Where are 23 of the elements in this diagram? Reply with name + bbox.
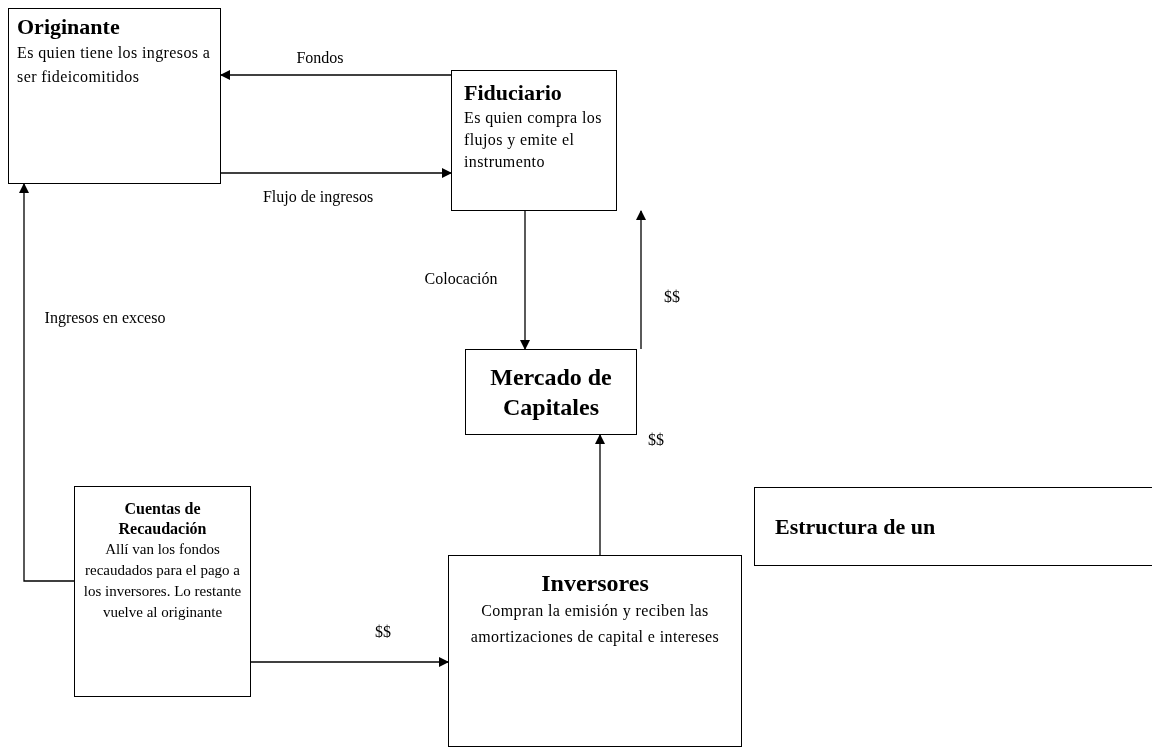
arrow bbox=[520, 210, 530, 350]
arrow bbox=[220, 168, 452, 178]
box-description: Es quien tiene los ingresos a ser fideicomitidos bbox=[17, 42, 212, 87]
arrow bbox=[19, 183, 75, 582]
process-box bbox=[465, 349, 637, 435]
box-description: Es quien compra los flujos y emite el instrumento bbox=[464, 107, 603, 173]
process-box bbox=[8, 8, 221, 184]
arrow bbox=[636, 210, 646, 350]
box-heading: Estructura de un bbox=[775, 512, 936, 541]
process-box bbox=[451, 70, 617, 211]
arrow bbox=[595, 434, 605, 556]
arrow bbox=[250, 657, 449, 667]
box-description: Allí van los fondos recaudados para el pago a los inversores. Lo restante vuelve al originante bbox=[83, 540, 242, 622]
process-box bbox=[448, 555, 742, 747]
process-box bbox=[754, 487, 1152, 566]
box-heading: Fiduciario bbox=[464, 79, 562, 107]
box-heading: Originante bbox=[17, 13, 120, 41]
box-heading: Cuentas de Recaudación bbox=[117, 499, 208, 539]
process-box bbox=[74, 486, 251, 697]
arrow bbox=[220, 70, 452, 80]
box-description: Compran la emisión y reciben las amortizaciones de capital e intereses bbox=[469, 601, 721, 648]
box-heading: Mercado de Capitales bbox=[489, 363, 613, 422]
box-heading: Inversores bbox=[541, 569, 649, 598]
